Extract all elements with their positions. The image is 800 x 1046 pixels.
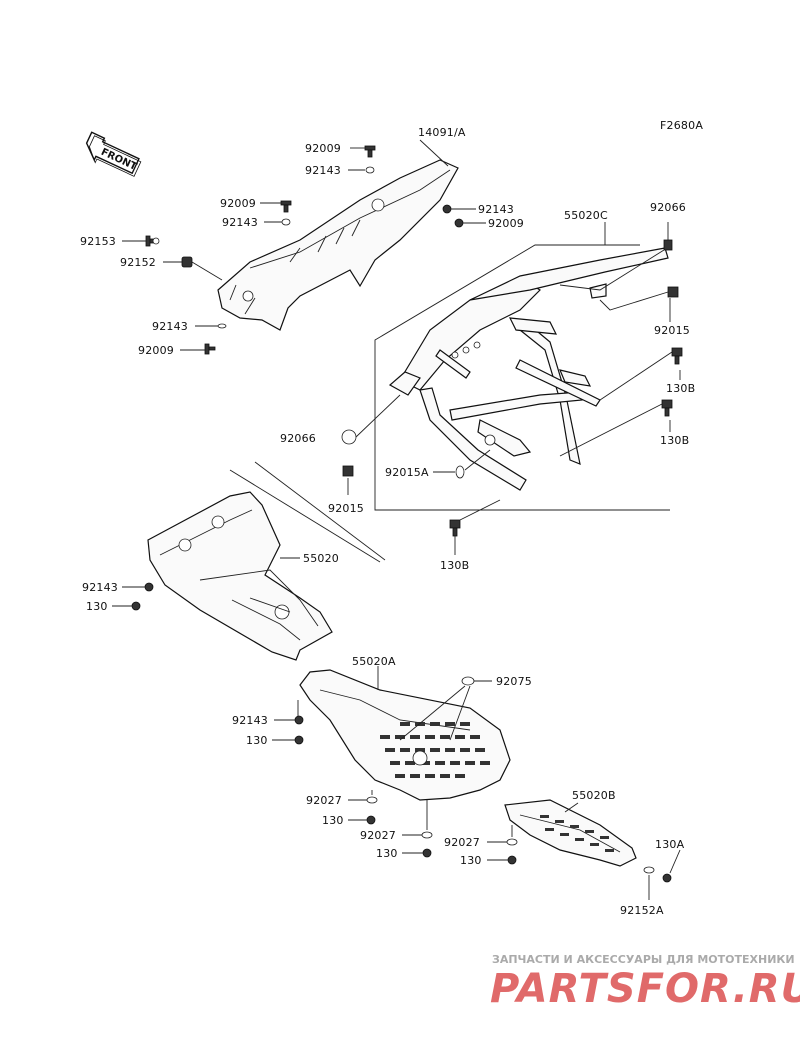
label-130-a: 130 bbox=[86, 600, 108, 613]
guard-14091a bbox=[217, 159, 459, 331]
label-130b-3: 130B bbox=[440, 559, 469, 572]
label-55020: 55020 bbox=[303, 552, 339, 565]
label-92015-left: 92015 bbox=[328, 502, 364, 515]
label-92009-d: 92009 bbox=[138, 344, 174, 357]
label-92066-top: 92066 bbox=[650, 201, 686, 214]
label-130a: 130A bbox=[655, 838, 685, 851]
label-92015a: 92015A bbox=[385, 466, 429, 479]
skidplate-55020 bbox=[147, 491, 333, 661]
label-130-b: 130 bbox=[246, 734, 268, 747]
label-92153: 92153 bbox=[80, 235, 116, 248]
label-92009-c: 92009 bbox=[488, 217, 524, 230]
label-92143-c: 92143 bbox=[478, 203, 514, 216]
label-130-c: 130 bbox=[322, 814, 344, 827]
label-92143-f: 92143 bbox=[232, 714, 268, 727]
label-130-e: 130 bbox=[460, 854, 482, 867]
skidplate-55020b bbox=[504, 799, 637, 867]
label-92143-d: 92143 bbox=[152, 320, 188, 333]
label-55020b: 55020B bbox=[572, 789, 616, 802]
label-92027-b: 92027 bbox=[360, 829, 396, 842]
label-92143-a: 92143 bbox=[305, 164, 341, 177]
label-130b-1: 130B bbox=[666, 382, 695, 395]
label-92143-e: 92143 bbox=[82, 581, 118, 594]
label-92143-b: 92143 bbox=[222, 216, 258, 229]
watermark: ЗАПЧАСТИ И АКСЕССУАРЫ ДЛЯ МОТОТЕХНИКИ PA… bbox=[490, 953, 800, 1012]
watermark-brand: PARTSFOR.RU bbox=[490, 966, 800, 1012]
label-55020a: 55020A bbox=[352, 655, 396, 668]
frame-55020c bbox=[388, 247, 669, 491]
label-92075: 92075 bbox=[496, 675, 532, 688]
label-130b-2: 130B bbox=[660, 434, 689, 447]
label-92027-a: 92027 bbox=[306, 794, 342, 807]
label-14091a: 14091/A bbox=[418, 126, 466, 139]
label-130-d: 130 bbox=[376, 847, 398, 860]
label-92009-a: 92009 bbox=[305, 142, 341, 155]
skidplate-55020a bbox=[299, 669, 511, 801]
figure-code: F2680A bbox=[660, 119, 703, 132]
front-arrow-icon: FRONT bbox=[85, 131, 142, 177]
label-92152: 92152 bbox=[120, 256, 156, 269]
grid-slots bbox=[380, 722, 490, 778]
label-92009-b: 92009 bbox=[220, 197, 256, 210]
label-92015-right: 92015 bbox=[654, 324, 690, 337]
label-92066-left: 92066 bbox=[280, 432, 316, 445]
label-92152a: 92152A bbox=[620, 904, 664, 917]
part-labels: 14091/A 55020C 92066 92009 92143 92009 9… bbox=[80, 126, 695, 917]
leader-lines bbox=[112, 139, 681, 900]
label-92027-c: 92027 bbox=[444, 836, 480, 849]
label-55020c: 55020C bbox=[564, 209, 608, 222]
watermark-caption: ЗАПЧАСТИ И АКСЕССУАРЫ ДЛЯ МОТОТЕХНИКИ bbox=[492, 953, 795, 966]
